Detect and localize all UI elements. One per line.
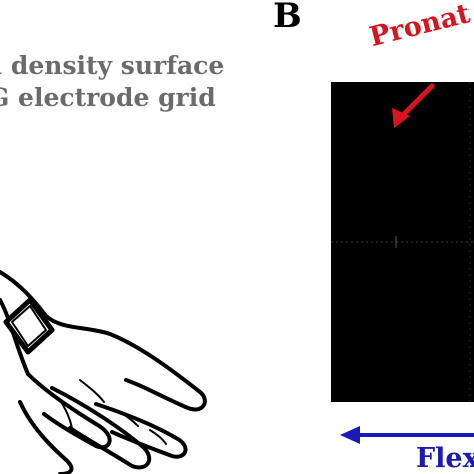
caption-line-2: G electrode grid bbox=[0, 83, 216, 112]
panel-label-b: B bbox=[273, 0, 302, 36]
flexion-arrow bbox=[340, 426, 474, 444]
hand-illustration bbox=[0, 270, 207, 474]
screen-gridlines bbox=[331, 82, 474, 402]
electrode-grid-caption: h density surface G electrode grid bbox=[0, 50, 250, 114]
caption-line-1: h density surface bbox=[0, 51, 225, 80]
flexion-label: Flex bbox=[416, 443, 474, 474]
pronation-arrow bbox=[392, 83, 435, 128]
